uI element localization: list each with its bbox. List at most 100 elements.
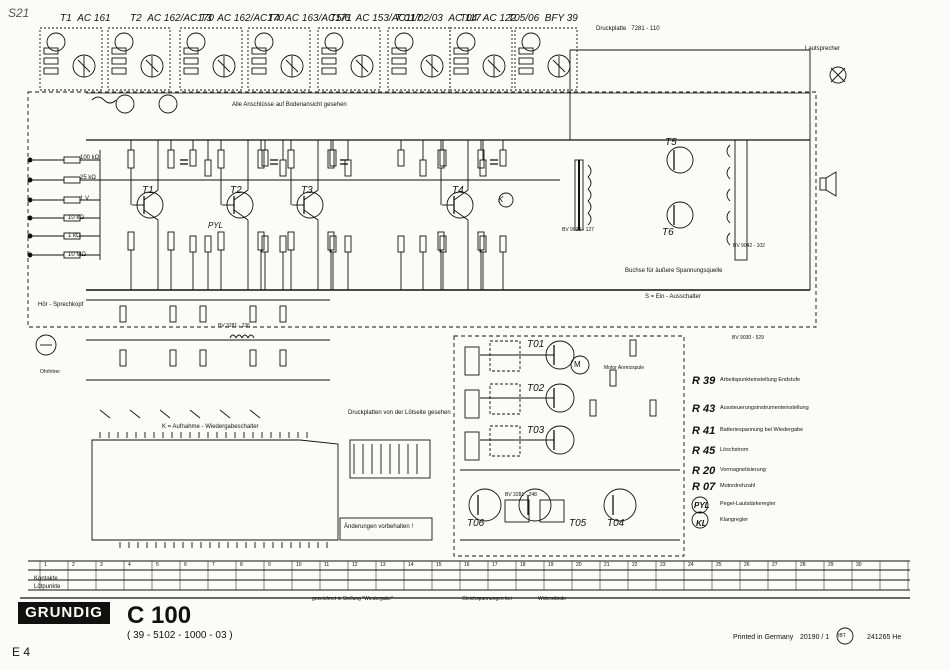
resistor	[287, 231, 295, 251]
input-jack	[27, 252, 33, 258]
legend-desc: Löschstrom	[720, 447, 749, 453]
table-column-number: 24	[688, 562, 694, 568]
input-label: 10 kΩ	[68, 215, 84, 221]
table-column-number: 6	[184, 562, 187, 568]
resistor	[63, 156, 81, 164]
resistor	[127, 231, 135, 251]
kl-symbol	[691, 511, 709, 529]
legend-desc: Aussteuerungsinstrumenteinstellung	[720, 405, 809, 411]
switch-contact	[189, 409, 201, 419]
transistor-label: T 01/02/03 AC 117	[395, 13, 481, 24]
resistor	[477, 231, 485, 251]
pinout-socket	[521, 32, 541, 52]
table-column-number: 18	[520, 562, 526, 568]
transistor-symbol	[518, 488, 552, 522]
legend-desc: Pegel-Lautstärkeregler	[720, 501, 776, 507]
k-label: K	[498, 195, 504, 204]
resistor	[327, 149, 335, 169]
resistor	[344, 235, 352, 253]
resistance-note: Widerstände	[538, 596, 567, 602]
pinout-tag	[183, 47, 199, 55]
circle-mark: IBT	[838, 633, 846, 639]
resistor	[499, 235, 507, 253]
table-column-number: 20	[576, 562, 582, 568]
coil-block	[504, 499, 530, 523]
resistor	[119, 305, 127, 323]
table-column-number: 19	[548, 562, 554, 568]
resistor	[397, 235, 405, 253]
transistor-label: T04 AC 122	[460, 13, 517, 24]
transistor-symbol	[666, 201, 694, 229]
resistor	[279, 349, 287, 367]
input-jack	[27, 215, 33, 221]
model-name: C 100	[127, 602, 192, 629]
resistor	[279, 305, 287, 323]
print-code: 241265 He	[867, 634, 902, 641]
supply-socket-label: Buchse für äußere Spannungsquelle	[625, 268, 723, 274]
switch-note: K = Aufnahme - Wiedergabeschalter	[162, 424, 259, 430]
legend-desc: Arbeitspunkteinstellung Endstufe	[720, 377, 801, 383]
transformer-winding	[734, 139, 748, 261]
part-number: ( 39 - 5102 - 1000 - 03 )	[127, 630, 233, 641]
table-column-number: 22	[632, 562, 638, 568]
table-column-number: 5	[156, 562, 159, 568]
table-column-number: 15	[436, 562, 442, 568]
wire	[453, 189, 469, 201]
pinout-tag	[251, 47, 267, 55]
resistor	[189, 149, 197, 167]
resistor	[169, 349, 177, 367]
resistor	[464, 431, 480, 461]
legend-code: R 43	[692, 403, 716, 415]
pinout-tag	[321, 57, 337, 65]
pinout-tag	[391, 47, 407, 55]
rc-block	[489, 340, 521, 372]
switch-contact	[129, 409, 141, 419]
motor-board-outline	[453, 335, 685, 557]
pinout-tag	[391, 57, 407, 65]
input-jack	[27, 157, 33, 163]
table-column-number: 25	[716, 562, 722, 568]
resistor	[439, 149, 447, 167]
pinout-tag	[251, 57, 267, 65]
legend-code: PYL	[694, 501, 710, 510]
speaker-symbol	[825, 171, 837, 197]
resistor	[63, 176, 81, 184]
transistor-label: T4 AC 163/AC171	[268, 13, 352, 24]
pinout-box	[514, 27, 578, 91]
earphone-label: Ohrhörer	[40, 369, 61, 375]
input-label: 25 kΩ	[80, 175, 96, 181]
rc-block	[489, 383, 521, 415]
changes-box	[339, 517, 433, 541]
table-column-number: 27	[772, 562, 778, 568]
resistor	[169, 305, 177, 323]
switch-contact	[159, 409, 171, 419]
pinout-tag	[183, 57, 199, 65]
pinout-tag	[321, 67, 337, 75]
head-symbol	[35, 334, 57, 356]
pyl-label: PYL	[208, 221, 224, 230]
legend-desc: Vormagnetisierung	[720, 467, 766, 473]
transistor-symbol	[468, 488, 502, 522]
pinout-socket	[114, 32, 134, 52]
motor-coil-label: Motor Anreizspule	[604, 365, 645, 371]
legend-code: R 07	[692, 481, 716, 493]
switch-contact	[249, 409, 261, 419]
resistor	[499, 149, 507, 167]
input-jack	[27, 177, 33, 183]
pinout-box	[107, 27, 171, 91]
pinout-socket	[46, 32, 66, 52]
pinout-tag	[43, 67, 59, 75]
resistor	[287, 149, 295, 169]
transistor-label: T1 AC 161	[60, 13, 111, 24]
transistor-label: T2 AC 162/AC170	[130, 13, 214, 24]
resistor	[199, 349, 207, 367]
wire	[303, 189, 319, 201]
coil	[235, 334, 243, 339]
pinout-socket	[394, 32, 414, 52]
coil	[241, 334, 249, 339]
pinout-tag	[43, 47, 59, 55]
resistor	[279, 235, 287, 253]
wire	[143, 189, 159, 201]
resistor	[119, 349, 127, 367]
pinout-box	[247, 27, 311, 91]
